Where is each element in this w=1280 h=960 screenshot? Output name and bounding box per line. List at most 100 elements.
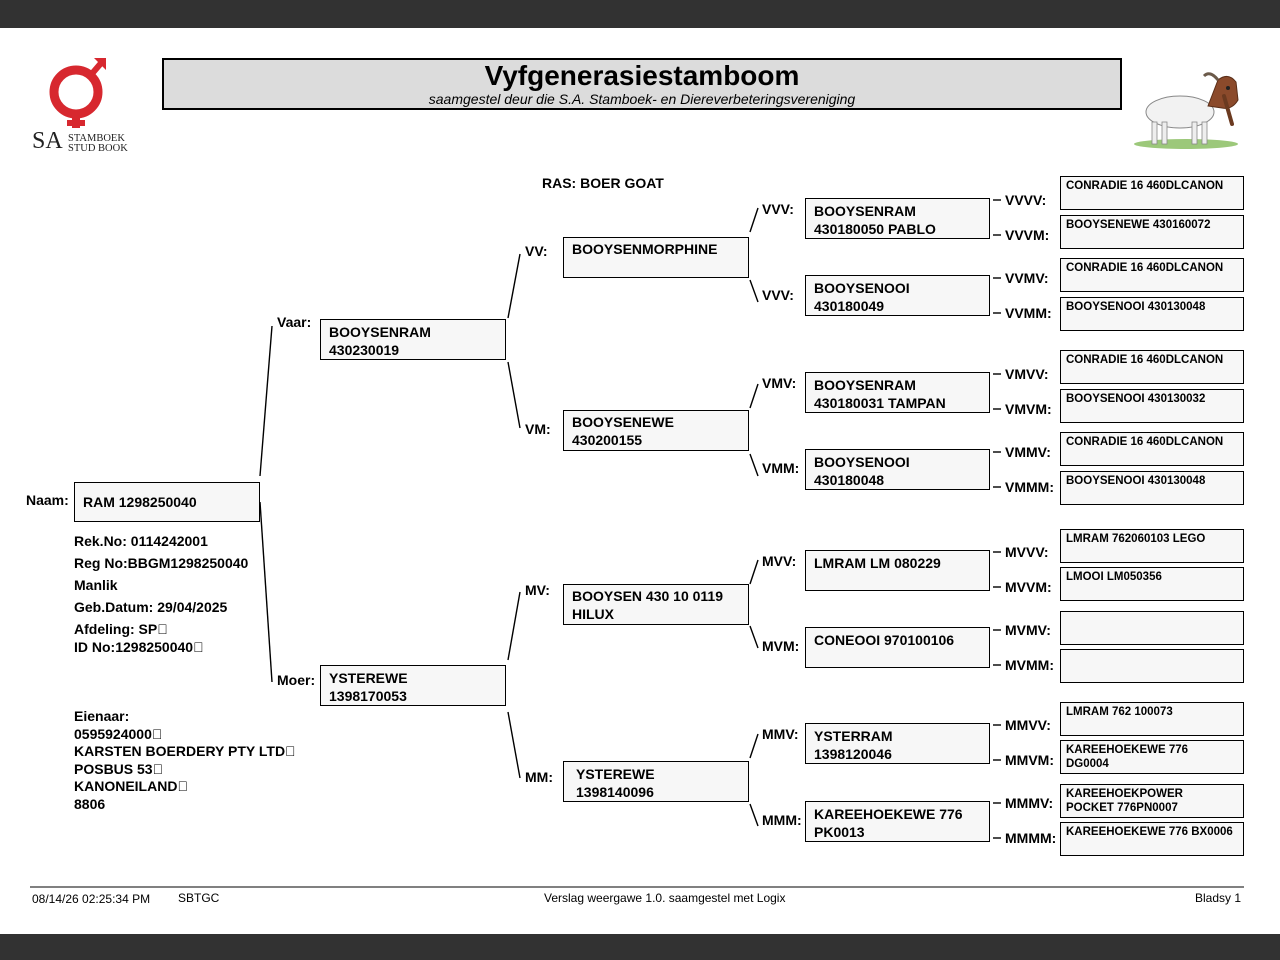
gen2-label-3: MM:	[525, 769, 553, 785]
footer-page-number: Bladsy 1	[1195, 891, 1242, 905]
owner-postcode: 8806	[74, 795, 106, 812]
title-banner: Vyfgenerasiestamboom saamgestel deur die…	[162, 58, 1122, 110]
detail-birth-date: Geb.Datum: 29/04/2025	[74, 599, 228, 615]
gen4-7-line1: BOOYSENOOI 430130048	[1066, 475, 1206, 487]
logo-stamboek-text: STAMBOEK	[68, 133, 125, 144]
gen2-0-line1: BOOYSENMORPHINE	[572, 241, 718, 257]
owner-number: 0595924000 	[74, 725, 163, 742]
gen4-box-8: LMRAM 762060103 LEGO	[1060, 529, 1244, 563]
gen3-box-7: KAREEHOEKEWE 776 PK0013	[805, 801, 990, 842]
gen4-label-1: VVVM:	[1005, 227, 1050, 243]
gen2-1-line1: BOOYSENEWE	[572, 414, 674, 430]
gen4-box-3: BOOYSENOOI 430130048	[1060, 297, 1244, 331]
footer-datetime: 08/14/26 02:25:34 PM	[32, 892, 151, 906]
gen4-13-line1: KAREEHOEKEWE 776	[1066, 744, 1189, 756]
gen1-box-dam: YSTEREWE 1398170053	[320, 665, 506, 706]
gen4-0-line1: CONRADIE 16 460DLCANON	[1066, 180, 1224, 192]
gen3-label-0: VVV:	[762, 201, 794, 217]
gen3-box-1: BOOYSENOOI 430180049	[805, 275, 990, 316]
owner-name: KARSTEN BOERDERY PTY LTD 	[74, 743, 296, 759]
gen4-box-7: BOOYSENOOI 430130048	[1060, 471, 1244, 505]
gen3-5-line1: CONEOOI 970100106	[814, 632, 955, 648]
page-title: Vyfgenerasiestamboom	[484, 60, 800, 91]
gen3-label-6: MMV:	[762, 726, 799, 742]
gen3-label-5: MVM:	[762, 638, 800, 654]
gen4-3-line1: BOOYSENOOI 430130048	[1066, 301, 1206, 313]
animal-name-label: Naam:	[26, 492, 69, 508]
gen2-1-line2: 430200155	[572, 432, 643, 448]
gen4-label-3: VVMM:	[1005, 305, 1052, 321]
gen2-2-line2: HILUX	[572, 606, 614, 622]
goat-icon	[1134, 72, 1239, 149]
owner-town: KANONEILAND 	[74, 778, 188, 794]
gen1-dam-line1: YSTEREWE	[329, 670, 408, 686]
gen3-box-3: BOOYSENOOI 430180048	[805, 449, 990, 490]
detail-id-no: ID No:1298250040 	[74, 639, 204, 655]
gen4-box-15: KAREEHOEKEWE 776 BX0006	[1060, 822, 1244, 856]
logo-sa-text: SA	[32, 128, 63, 154]
gen2-box-3: YSTEREWE 1398140096	[563, 761, 749, 802]
gen1-label-dam: Moer:	[277, 672, 316, 688]
gen4-12-line1: LMRAM 762 100073	[1066, 706, 1173, 718]
gen3-label-2: VMV:	[762, 375, 797, 391]
pedigree-connector-lines	[30, 199, 1244, 888]
gen1-dam-line2: 1398170053	[329, 688, 407, 704]
gen3-label-3: VMM:	[762, 460, 800, 476]
gen4-label-6: VMMV:	[1005, 444, 1051, 460]
gen4-15-line1: KAREEHOEKEWE 776 BX0006	[1066, 826, 1233, 838]
gen4-label-10: MVMV:	[1005, 622, 1051, 638]
gen2-label-2: MV:	[525, 582, 550, 598]
logo-studbook-text: STUD BOOK	[68, 143, 128, 154]
gen3-1-line2: 430180049	[814, 298, 885, 314]
detail-rek-no: Rek.No: 0114242001	[74, 533, 208, 549]
gen4-box-1: BOOYSENEWE 430160072	[1060, 215, 1244, 249]
gen3-1-line1: BOOYSENOOI	[814, 280, 910, 296]
pedigree-page: SA STAMBOEK STUD BOOK Vyfgenerasiestambo…	[0, 28, 1280, 934]
gen4-label-5: VMVM:	[1005, 401, 1052, 417]
gen4-box-12: LMRAM 762 100073	[1060, 702, 1244, 736]
gen2-box-0: BOOYSENMORPHINE	[563, 237, 749, 278]
gen2-3-line2: 1398140096	[576, 784, 654, 800]
gen4-9-line1: LMOOI LM050356	[1066, 571, 1162, 583]
gen4-box-10	[1060, 611, 1244, 645]
gen3-label-1: VVV:	[762, 287, 794, 303]
gen2-box-1: BOOYSENEWE 430200155	[563, 410, 749, 451]
gen4-5-line1: BOOYSENOOI 430130032	[1066, 393, 1206, 405]
gen4-label-11: MVMM:	[1005, 657, 1054, 673]
gen3-7-line1: KAREEHOEKEWE 776	[814, 806, 963, 822]
gen3-7-line2: PK0013	[814, 824, 865, 840]
gen2-box-2: BOOYSEN 430 10 0119 HILUX	[563, 584, 749, 625]
gen4-label-15: MMMM:	[1005, 830, 1057, 846]
gen4-box-4: CONRADIE 16 460DLCANON	[1060, 350, 1244, 384]
footer-code: SBTGC	[178, 891, 220, 905]
gen4-label-0: VVVV:	[1005, 192, 1047, 208]
gen3-box-6: YSTERRAM 1398120046	[805, 723, 990, 764]
viewer-bottom-bar	[0, 934, 1280, 960]
page-subtitle: saamgestel deur die S.A. Stamboek- en Di…	[428, 91, 856, 107]
gen4-box-0: CONRADIE 16 460DLCANON	[1060, 176, 1244, 210]
sa-studbook-logo: SA STAMBOEK STUD BOOK	[30, 56, 140, 156]
gen4-label-7: VMMM:	[1005, 479, 1054, 495]
gen3-6-line1: YSTERRAM	[814, 728, 893, 744]
gen3-box-5: CONEOOI 970100106	[805, 627, 990, 668]
animal-details: Rek.No: 0114242001 Reg No:BBGM1298250040…	[74, 530, 248, 656]
gen3-box-2: BOOYSENRAM 430180031 TAMPAN	[805, 372, 990, 413]
studbook-symbol-icon	[49, 58, 106, 128]
gen4-14-line1: KAREEHOEKPOWER	[1066, 788, 1183, 800]
gen4-label-8: MVVV:	[1005, 544, 1049, 560]
gen4-label-9: MVVM:	[1005, 579, 1052, 595]
detail-section: Afdeling: SP 	[74, 621, 168, 637]
gen4-label-14: MMMV:	[1005, 795, 1054, 811]
footer-report-version: Verslag weergawe 1.0. saamgestel met Log…	[544, 891, 786, 905]
gen3-box-4: LMRAM LM 080229	[805, 550, 990, 591]
breed-label: RAS: BOER GOAT	[542, 175, 664, 191]
gen2-label-1: VM:	[525, 421, 551, 437]
animal-name: RAM 1298250040	[83, 494, 197, 510]
gen1-label-sire: Vaar:	[277, 314, 312, 330]
gen3-4-line1: LMRAM LM 080229	[814, 555, 941, 571]
gen4-label-13: MMVM:	[1005, 752, 1054, 768]
viewer-top-bar	[0, 0, 1280, 28]
gen1-sire-line2: 430230019	[329, 342, 400, 358]
gen3-label-7: MMM:	[762, 812, 802, 828]
